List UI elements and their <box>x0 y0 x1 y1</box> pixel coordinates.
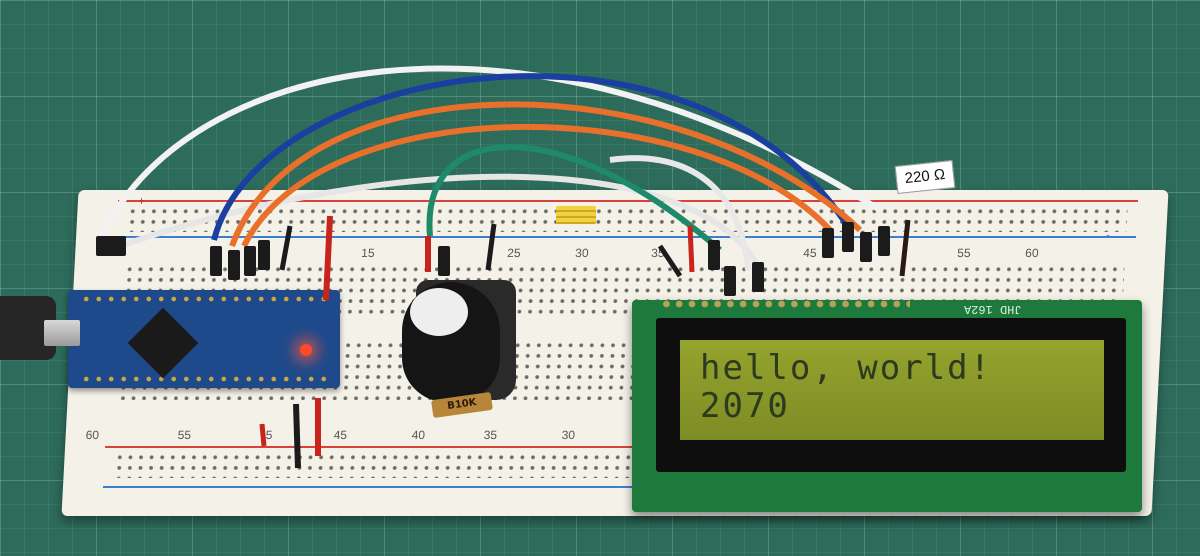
black-wire <box>279 225 293 271</box>
black-wire <box>899 219 911 277</box>
jumper-connector <box>860 232 872 262</box>
lcd-line-1: hello, world! <box>700 348 993 388</box>
jumper-connector <box>752 262 764 292</box>
white-wire <box>97 65 882 242</box>
power-led <box>300 344 312 356</box>
jumper-connector <box>228 250 240 280</box>
lcd-screen: hello, world! 2070 <box>680 340 1104 440</box>
black-wire <box>293 403 301 469</box>
red-wire <box>259 423 267 447</box>
potentiometer-knob-cap <box>410 288 468 336</box>
jumper-connector <box>438 246 450 276</box>
lcd-header-pins <box>660 296 910 312</box>
yellow-component <box>556 206 596 224</box>
arduino-bottom-pin-row <box>80 374 330 384</box>
orange-wire <box>241 124 833 248</box>
jumper-connector <box>708 240 720 270</box>
blue-wire <box>211 73 853 241</box>
jumper-connector <box>842 222 854 252</box>
black-wire <box>485 223 497 271</box>
lcd-line-2: 2070 <box>700 386 790 426</box>
jumper-connector <box>244 246 256 276</box>
jumper-connector <box>822 228 834 258</box>
jumper-connector <box>96 236 126 256</box>
arduino-top-pin-row <box>80 294 330 304</box>
arduino-nano-board <box>44 290 340 388</box>
jumper-connector <box>210 246 222 276</box>
white-wire <box>119 173 763 272</box>
jumper-connector <box>724 266 736 296</box>
orange-wire <box>229 101 863 248</box>
red-wire <box>687 225 695 273</box>
jumper-connector <box>878 226 890 256</box>
jumper-connector <box>258 240 270 270</box>
black-wire <box>657 244 683 278</box>
green-wire <box>426 144 722 253</box>
white-wire <box>609 155 751 271</box>
mini-usb-connector <box>44 320 80 346</box>
red-wire <box>323 215 333 301</box>
